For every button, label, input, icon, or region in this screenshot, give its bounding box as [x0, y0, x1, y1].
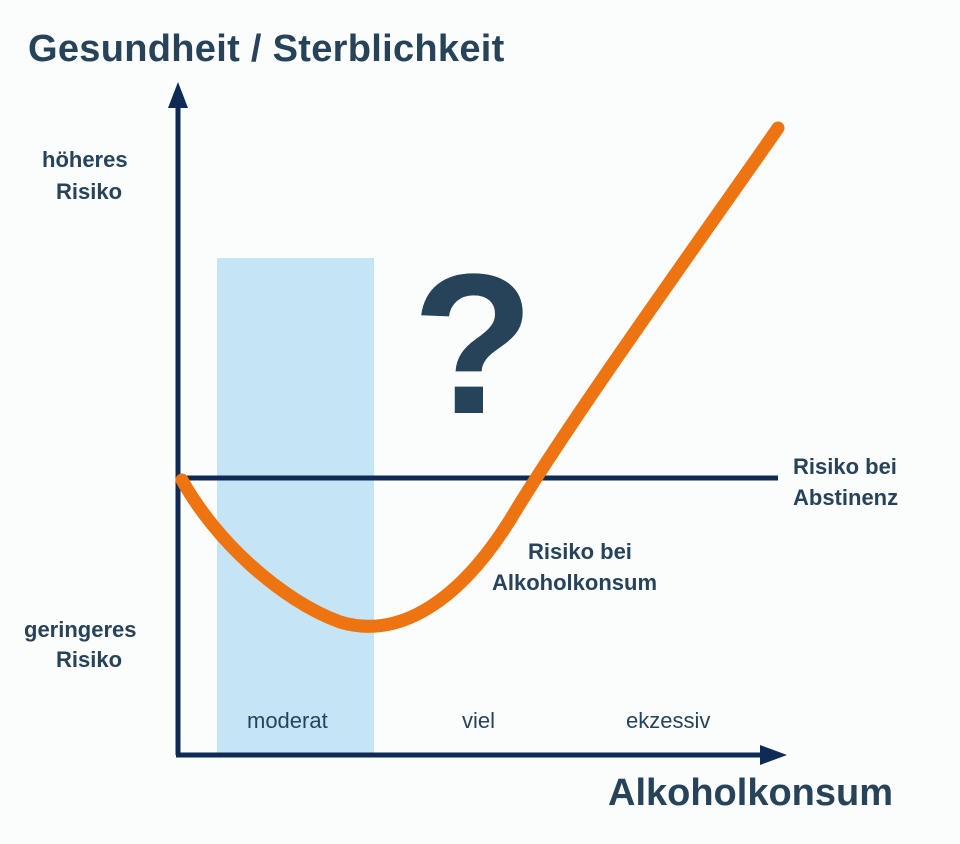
chart-title: Gesundheit / Sterblichkeit	[28, 28, 505, 70]
y-axis-arrow-icon	[168, 82, 188, 108]
abstinence-label-1: Risiko bei	[793, 454, 897, 479]
category-moderat: moderat	[247, 708, 328, 733]
x-axis-title: Alkoholkonsum	[608, 772, 894, 814]
moderate-band	[217, 258, 374, 754]
consumption-label-1: Risiko bei	[528, 539, 632, 564]
consumption-label-2: Alkoholkonsum	[492, 570, 658, 595]
y-top-label-2: Risiko	[56, 179, 123, 204]
category-viel: viel	[462, 708, 496, 733]
category-ekzessiv: ekzessiv	[626, 708, 711, 733]
abstinence-label-2: Abstinenz	[793, 485, 899, 510]
x-axis-arrow-icon	[760, 745, 787, 765]
y-bottom-label-1: geringeres	[24, 617, 137, 642]
y-bottom-label-2: Risiko	[56, 647, 123, 672]
y-top-label-1: höheres	[42, 147, 128, 172]
consumption-curve	[175, 121, 785, 633]
question-mark-icon: ?	[412, 233, 535, 456]
